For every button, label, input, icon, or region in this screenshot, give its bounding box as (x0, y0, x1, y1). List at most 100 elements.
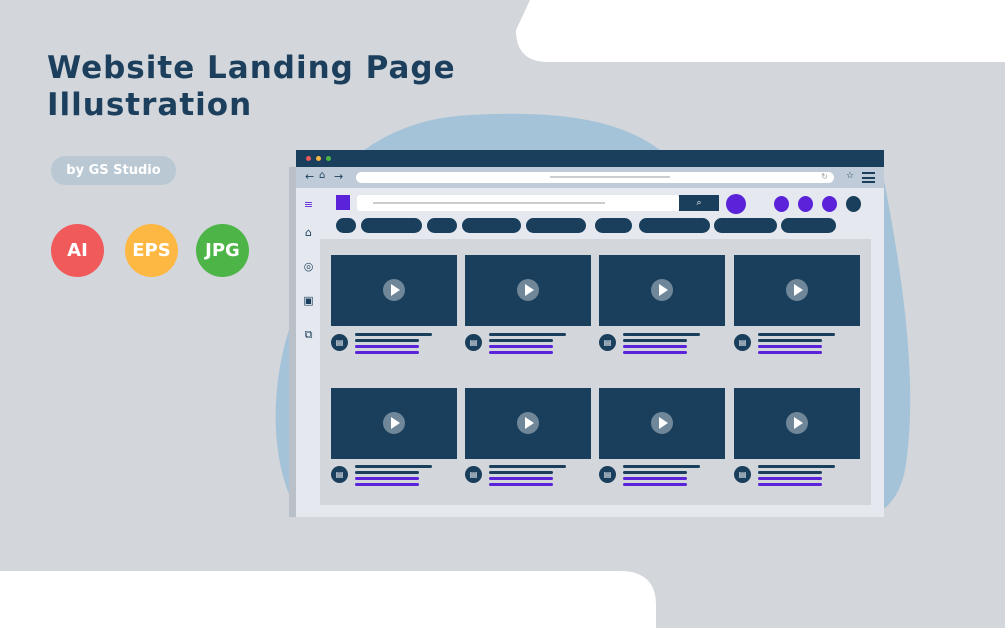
white-blob-top (516, 0, 1005, 62)
minimize-dot-icon[interactable] (316, 156, 321, 161)
home-nav-icon[interactable]: ⌂ (305, 226, 312, 239)
compass-icon[interactable]: ◎ (303, 260, 314, 273)
play-icon[interactable] (383, 279, 405, 301)
format-eps: EPS (125, 224, 178, 277)
category-chip[interactable] (427, 218, 457, 233)
channel-name-line[interactable] (489, 345, 553, 348)
video-title-line[interactable] (489, 471, 553, 474)
star-icon[interactable]: ☆ (846, 171, 855, 181)
messages-button[interactable] (798, 196, 813, 212)
menu-icon[interactable] (862, 172, 875, 183)
channel-name-line[interactable] (355, 345, 419, 348)
views-line (489, 351, 553, 354)
channel-icon[interactable]: ▤ (331, 466, 348, 483)
video-meta: ▤ (599, 464, 729, 494)
views-line (355, 351, 419, 354)
reload-icon[interactable]: ↻ (821, 172, 828, 181)
views-line (623, 483, 687, 486)
video-meta: ▤ (331, 464, 461, 494)
search-input[interactable] (357, 195, 679, 211)
video-title-line[interactable] (623, 333, 700, 336)
category-chip[interactable] (781, 218, 836, 233)
video-thumbnail[interactable] (465, 255, 591, 326)
channel-icon[interactable]: ▤ (734, 334, 751, 351)
video-title-line[interactable] (489, 333, 566, 336)
channel-icon[interactable]: ▤ (331, 334, 348, 351)
play-icon[interactable] (651, 412, 673, 434)
video-title-line[interactable] (623, 465, 700, 468)
play-icon[interactable] (786, 279, 808, 301)
title-line-2: Illustration (47, 87, 253, 123)
category-chip[interactable] (462, 218, 521, 233)
video-thumbnail[interactable] (599, 388, 725, 459)
video-title-line[interactable] (489, 339, 553, 342)
format-ai: AI (51, 224, 104, 277)
play-icon[interactable] (517, 279, 539, 301)
channel-name-line[interactable] (623, 345, 687, 348)
logo-square[interactable] (336, 195, 350, 210)
category-chip[interactable] (526, 218, 586, 233)
channel-name-line[interactable] (489, 477, 553, 480)
play-icon[interactable] (651, 279, 673, 301)
format-jpg: JPG (196, 224, 249, 277)
subscriptions-icon[interactable]: ▣ (303, 294, 314, 307)
video-title-line[interactable] (355, 471, 419, 474)
video-title-line[interactable] (758, 333, 835, 336)
video-meta: ▤ (734, 464, 864, 494)
channel-name-line[interactable] (758, 345, 822, 348)
video-title-line[interactable] (623, 471, 687, 474)
maximize-dot-icon[interactable] (326, 156, 331, 161)
video-title-line[interactable] (758, 339, 822, 342)
views-line (623, 351, 687, 354)
video-title-line[interactable] (623, 339, 687, 342)
play-icon[interactable] (517, 412, 539, 434)
category-chip[interactable] (336, 218, 356, 233)
avatar[interactable] (846, 196, 861, 212)
close-dot-icon[interactable] (306, 156, 311, 161)
search-button[interactable]: ⌕ (679, 195, 719, 211)
views-line (489, 483, 553, 486)
video-title-line[interactable] (758, 471, 822, 474)
video-title-line[interactable] (355, 339, 419, 342)
video-thumbnail[interactable] (599, 255, 725, 326)
notifications-button[interactable] (822, 196, 837, 212)
browser-shadow (289, 167, 297, 517)
video-title-line[interactable] (758, 465, 835, 468)
video-title-line[interactable] (489, 465, 566, 468)
channel-icon[interactable]: ▤ (599, 334, 616, 351)
channel-name-line[interactable] (623, 477, 687, 480)
video-title-line[interactable] (355, 333, 432, 336)
video-thumbnail[interactable] (465, 388, 591, 459)
category-chip[interactable] (595, 218, 632, 233)
hamburger-icon[interactable]: ≡ (303, 198, 314, 211)
address-bar[interactable]: ↻ (356, 172, 834, 183)
play-icon[interactable] (383, 412, 405, 434)
channel-icon[interactable]: ▤ (465, 334, 482, 351)
browser-toolbar: ← ⌂ → ↻ ☆ (296, 167, 884, 188)
video-title-line[interactable] (355, 465, 432, 468)
video-thumbnail[interactable] (331, 255, 457, 326)
play-icon[interactable] (786, 412, 808, 434)
views-line (758, 483, 822, 486)
video-thumbnail[interactable] (734, 255, 860, 326)
library-icon[interactable]: ⧉ (304, 328, 313, 341)
channel-name-line[interactable] (758, 477, 822, 480)
video-thumbnail[interactable] (331, 388, 457, 459)
video-thumbnail[interactable] (734, 388, 860, 459)
apps-button[interactable] (774, 196, 789, 212)
channel-name-line[interactable] (355, 477, 419, 480)
forward-arrow-icon[interactable]: → (334, 170, 344, 183)
home-icon[interactable]: ⌂ (319, 170, 326, 181)
author-badge: by GS Studio (51, 156, 176, 185)
create-button[interactable] (726, 194, 746, 214)
category-chip[interactable] (714, 218, 777, 233)
channel-icon[interactable]: ▤ (599, 466, 616, 483)
back-arrow-icon[interactable]: ← (305, 170, 315, 183)
video-meta: ▤ (599, 332, 729, 362)
channel-icon[interactable]: ▤ (465, 466, 482, 483)
category-chip[interactable] (361, 218, 422, 233)
category-chip[interactable] (639, 218, 710, 233)
search-icon: ⌕ (696, 198, 702, 208)
channel-icon[interactable]: ▤ (734, 466, 751, 483)
